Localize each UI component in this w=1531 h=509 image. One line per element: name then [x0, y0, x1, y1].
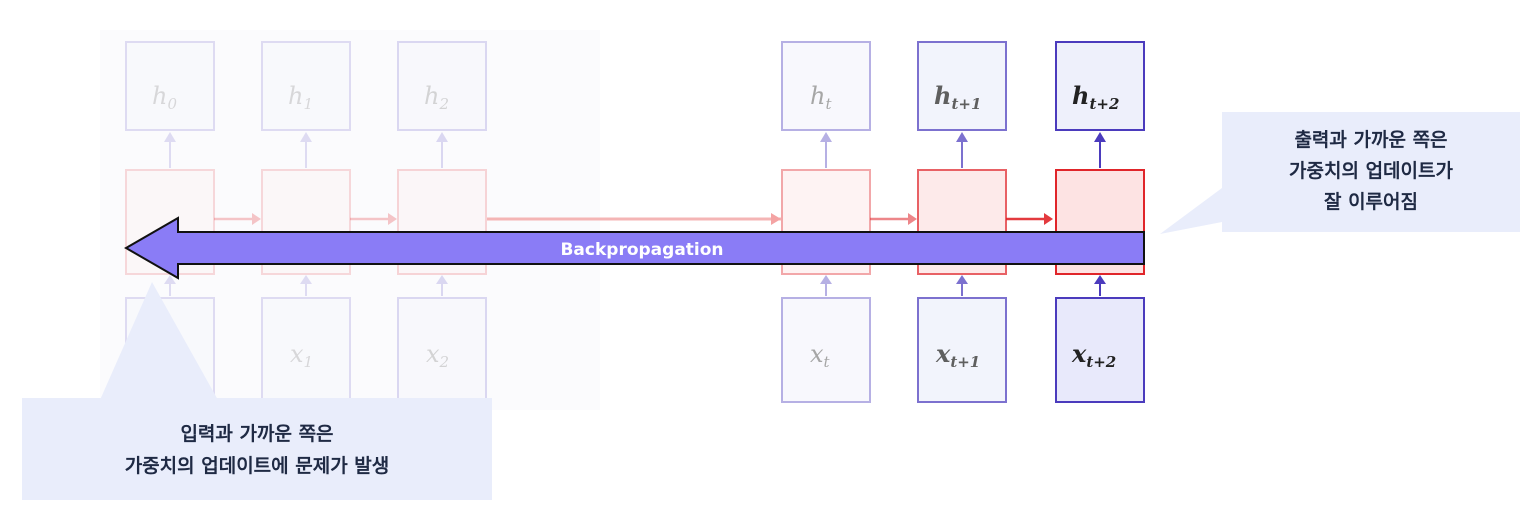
input-label-4: xt+1	[935, 339, 980, 371]
hidden-label-0: h0	[152, 82, 177, 113]
rec-arrow-4	[1006, 213, 1053, 225]
callout-input-line-0: 입력과 가까운 쪽은	[180, 423, 333, 445]
input-label-2: x2	[426, 340, 449, 371]
rec-arrow-0	[214, 213, 261, 225]
callout-output-line-0: 출력과 가까운 쪽은	[1294, 129, 1447, 151]
hidden-box-2	[397, 41, 487, 131]
hidden-label-4: ht+1	[934, 81, 981, 113]
callout-output-pointer	[1160, 188, 1222, 234]
callout-input	[22, 398, 492, 500]
rec-arrow-1	[350, 213, 397, 225]
column-4: ht+1 xt+1	[917, 41, 1007, 403]
hidden-box-5	[1055, 41, 1145, 131]
input-label-3: xt	[810, 340, 831, 371]
input-box-3	[781, 297, 871, 403]
input-label-1: x1	[290, 340, 313, 371]
callout-input-pointer	[100, 282, 218, 400]
hidden-box-3	[781, 41, 871, 131]
callout-output-line-1: 가중치의 업데이트가	[1289, 160, 1453, 182]
column-2: h2 x2	[397, 41, 487, 403]
callout-output-line-2: 잘 이루어짐	[1324, 191, 1418, 213]
hidden-box-0	[125, 41, 215, 131]
hidden-label-2: h2	[424, 82, 449, 113]
callout-output	[1222, 112, 1520, 232]
input-box-1	[261, 297, 351, 403]
hidden-label-1: h1	[288, 82, 313, 113]
input-box-2	[397, 297, 487, 403]
hidden-label-5: ht+2	[1072, 81, 1119, 113]
column-5: ht+2 xt+2	[1055, 41, 1145, 403]
rec-arrow-3	[870, 213, 917, 225]
hidden-box-1	[261, 41, 351, 131]
in-arrow-head-0	[164, 275, 176, 284]
column-1: h1 x1	[261, 41, 351, 403]
column-3: ht xt	[781, 41, 871, 403]
backprop-arrow	[123, 216, 1145, 280]
backprop-label: Backpropagation	[560, 240, 723, 260]
input-box-5	[1055, 297, 1145, 403]
input-box-4	[917, 297, 1007, 403]
hidden-box-4	[917, 41, 1007, 131]
callout-input-line-1: 가중치의 업데이트에 문제가 발생	[125, 455, 390, 477]
input-label-5: xt+2	[1071, 339, 1116, 371]
long-connection-head	[771, 213, 781, 225]
hidden-label-3: ht	[810, 82, 832, 113]
up-arrow-head-0	[164, 132, 176, 142]
